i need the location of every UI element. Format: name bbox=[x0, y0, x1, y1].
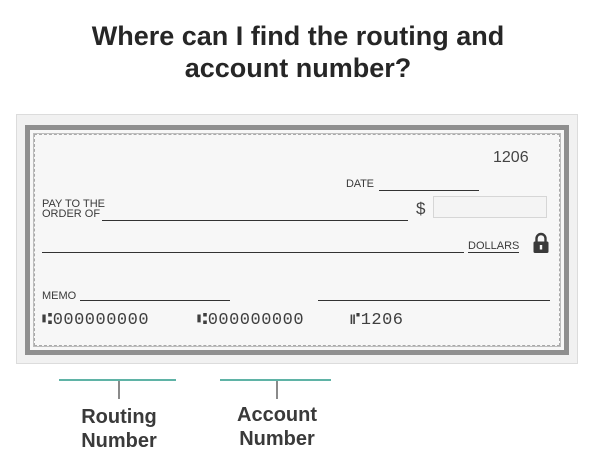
page-title: Where can I find the routing and account… bbox=[0, 20, 596, 84]
check-image-frame: 1206 DATE PAY TO THE ORDER OF $ DOLLARS … bbox=[16, 114, 578, 364]
sample-check: 1206 DATE PAY TO THE ORDER OF $ DOLLARS … bbox=[25, 125, 569, 355]
account-label-line-1: Account bbox=[237, 404, 317, 426]
account-bracket bbox=[220, 379, 331, 381]
memo-label: MEMO bbox=[42, 290, 77, 302]
micr-account-number: ⑆000000000 bbox=[197, 311, 305, 330]
written-amount-line bbox=[42, 252, 464, 253]
check-inner-border bbox=[34, 134, 560, 346]
check-number: 1206 bbox=[493, 149, 529, 166]
amount-box bbox=[433, 196, 547, 218]
dollars-label: DOLLARS bbox=[468, 240, 520, 253]
routing-pointer bbox=[118, 381, 120, 399]
micr-check-number: ⑈1206 bbox=[350, 311, 404, 330]
memo-line bbox=[80, 300, 230, 301]
pay-to-label: PAY TO THE ORDER OF bbox=[42, 198, 122, 220]
lock-icon bbox=[532, 232, 550, 254]
date-label: DATE bbox=[346, 178, 374, 190]
title-line-1: Where can I find the routing and bbox=[91, 21, 505, 51]
date-line bbox=[379, 190, 479, 191]
pay-to-label-line-2: ORDER OF bbox=[42, 208, 101, 220]
routing-label-line-2: Number bbox=[81, 430, 157, 452]
account-label-line-2: Number bbox=[239, 428, 315, 450]
routing-bracket bbox=[59, 379, 176, 381]
dollar-sign: $ bbox=[416, 199, 426, 218]
routing-number-label: Routing Number bbox=[58, 405, 180, 453]
account-number-label: Account Number bbox=[216, 403, 338, 451]
title-line-2: account number? bbox=[184, 53, 412, 83]
micr-routing-number: ⑆000000000 bbox=[42, 311, 150, 330]
account-pointer bbox=[276, 381, 278, 399]
payee-line bbox=[102, 220, 408, 221]
signature-line bbox=[318, 300, 550, 301]
pay-to-label-line-1: PAY TO THE bbox=[42, 198, 105, 210]
routing-label-line-1: Routing bbox=[81, 406, 157, 428]
